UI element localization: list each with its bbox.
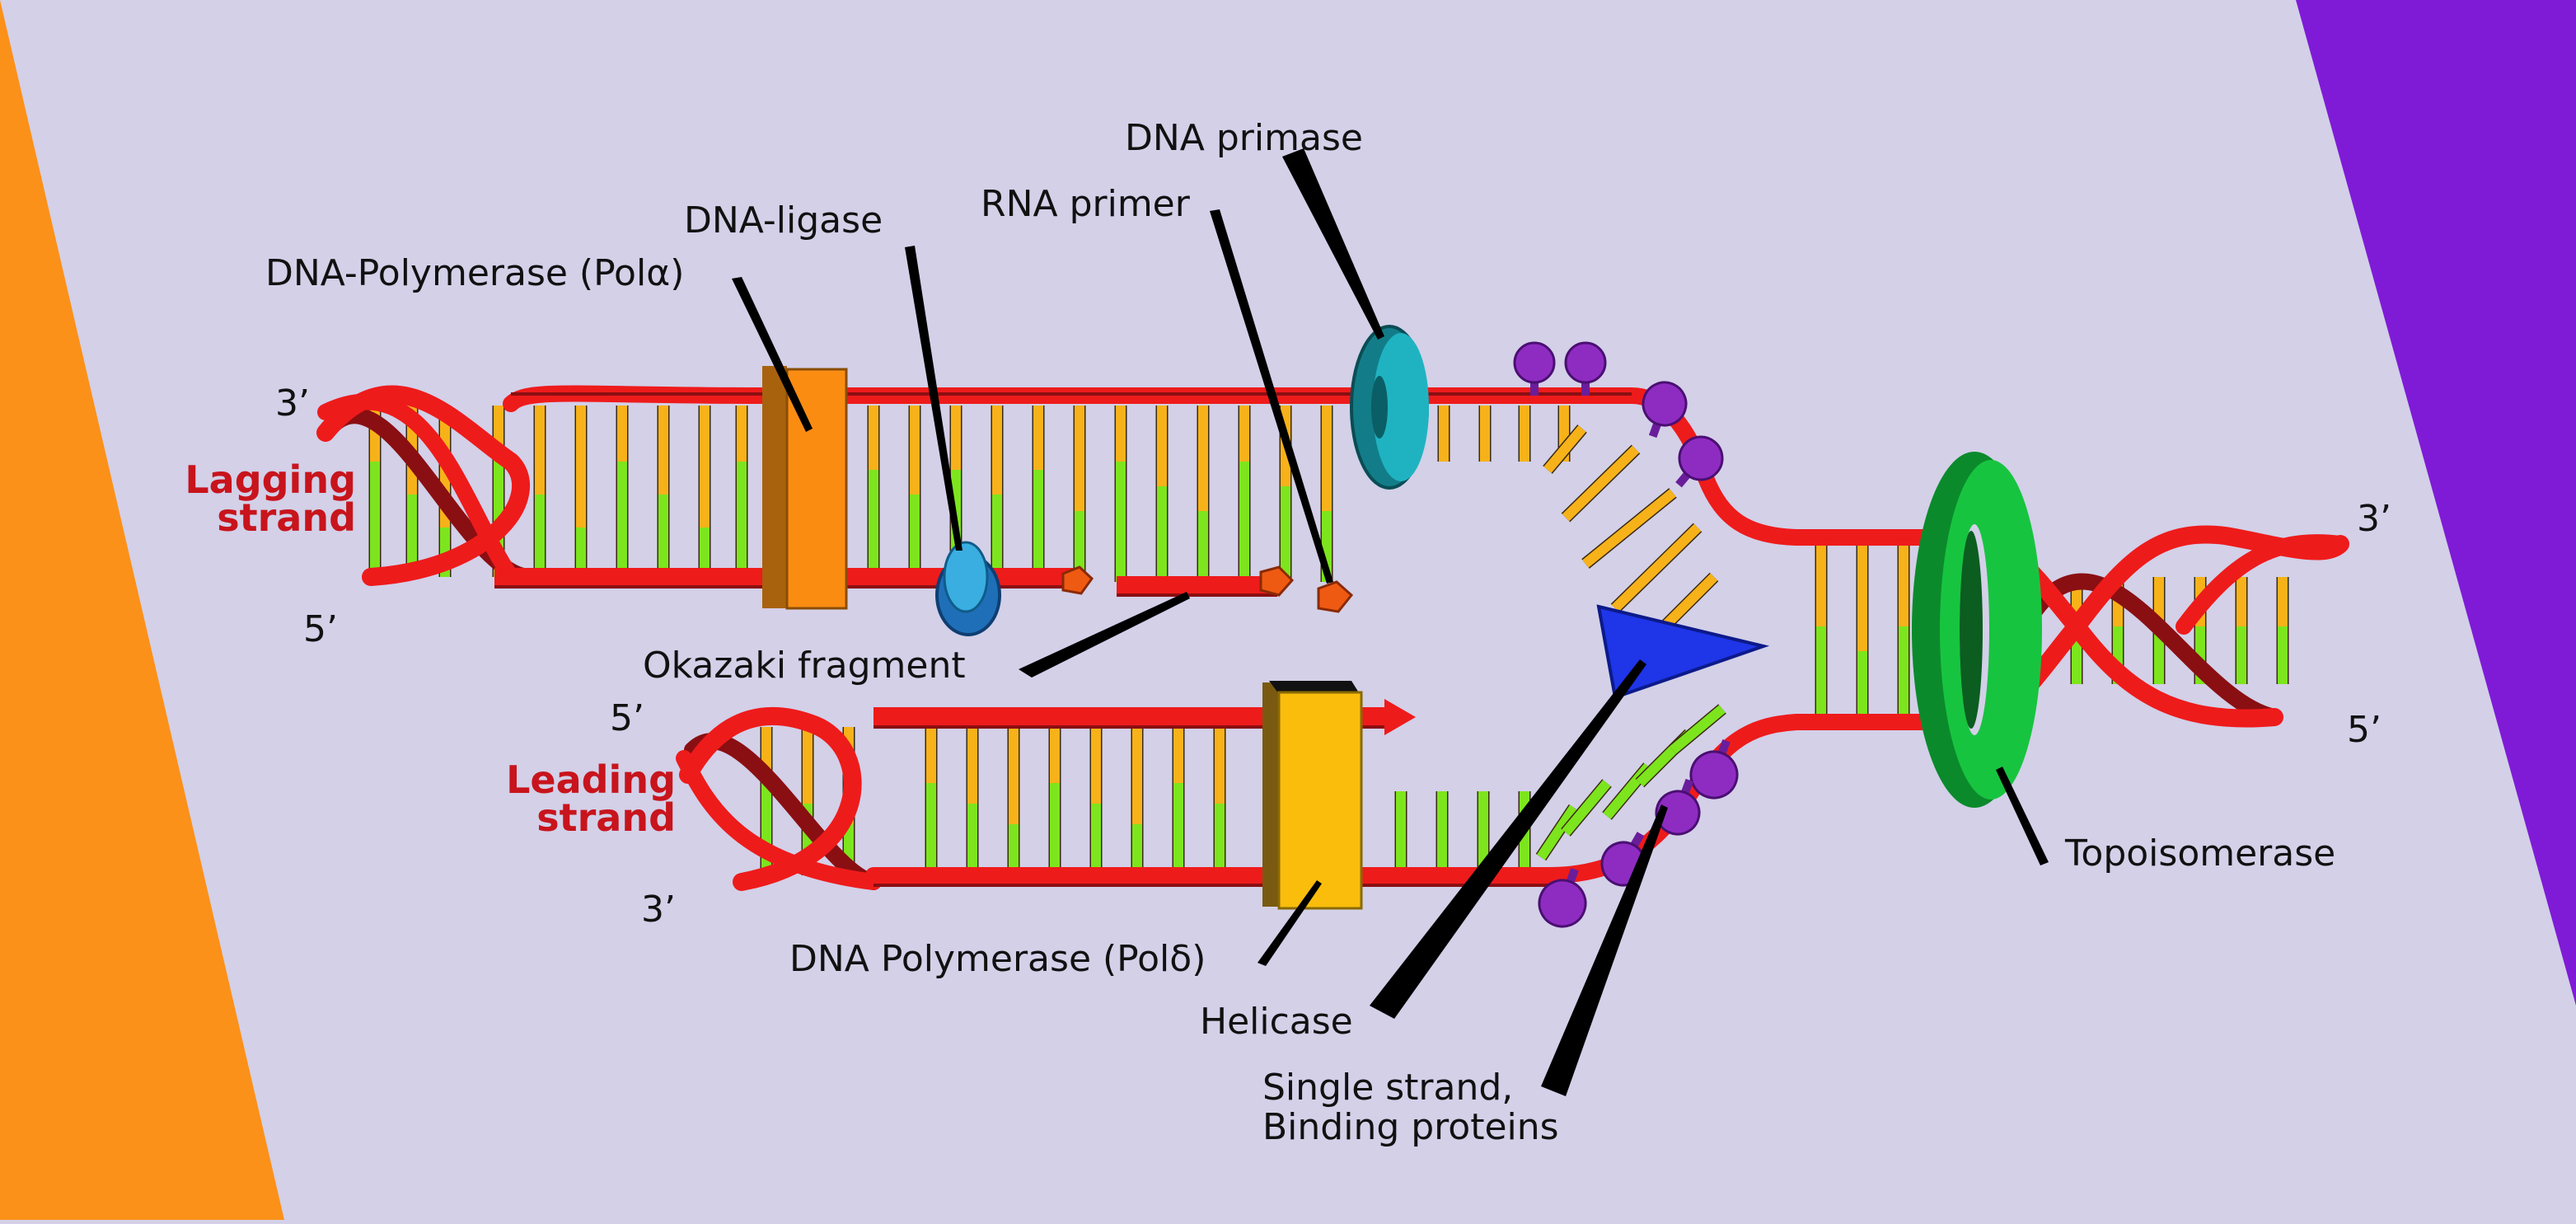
- label-ssb-2: Binding proteins: [1262, 1106, 1559, 1148]
- label-helicase: Helicase: [1200, 1001, 1353, 1043]
- right-purple-band: [2296, 0, 2576, 1006]
- dna-ligase: [935, 541, 1001, 636]
- lagging-helix-curl: [317, 393, 519, 585]
- rna-primer-3: [1317, 580, 1354, 613]
- parental-helix-front-3: [2176, 534, 2349, 635]
- end-lagging-top: 3’: [275, 382, 310, 424]
- label-lagging-strand-2: strand: [217, 495, 356, 540]
- rna-primer-1: [1061, 565, 1094, 595]
- pointer-polymerase-delta: [1258, 880, 1322, 966]
- helicase: [1596, 604, 1770, 700]
- end-right-top: 3’: [2357, 498, 2391, 540]
- end-leading-bottom: 3’: [641, 889, 676, 931]
- left-orange-band: [0, 0, 284, 1220]
- label-dna-primase: DNA primase: [1125, 117, 1363, 159]
- dna-primase: [1350, 325, 1429, 490]
- leading-arrow-head: [1384, 699, 1416, 735]
- pointer-ligase: [905, 246, 962, 551]
- label-polymerase-delta: DNA Polymerase (Polδ): [789, 938, 1206, 980]
- label-ssb-1: Single strand,: [1262, 1067, 1513, 1109]
- pointer-helicase: [1370, 659, 1646, 1019]
- end-leading-top: 5’: [610, 697, 644, 739]
- label-leading-strand-1: Leading: [506, 757, 676, 802]
- label-okazaki-fragment: Okazaki fragment: [643, 645, 966, 687]
- topoisomerase: [1912, 452, 2042, 808]
- lagging-helix-twist-front: [316, 385, 530, 586]
- dna-polymerase-alpha: [762, 366, 848, 610]
- end-right-bottom: 5’: [2347, 709, 2382, 751]
- pointer-topoisomerase: [1996, 767, 2049, 865]
- label-dna-ligase: DNA-ligase: [684, 199, 883, 242]
- pointer-rna-primer: [1210, 209, 1333, 584]
- pointer-lines: [732, 148, 2049, 1096]
- label-leading-strand-2: strand: [536, 795, 676, 840]
- label-rna-primer: RNA primer: [981, 183, 1191, 225]
- pointer-ssb: [1541, 804, 1668, 1096]
- end-lagging-bottom: 5’: [303, 608, 338, 650]
- leading-helix-twist-front: [679, 706, 862, 891]
- leading-helix-curl: [676, 750, 882, 890]
- pointer-polymerase-alpha: [732, 277, 813, 432]
- single-strand-binding-proteins: [1513, 341, 1739, 928]
- label-polymerase-alpha: DNA-Polymerase (Polα): [265, 252, 684, 294]
- parental-helix-back: [2027, 573, 2283, 725]
- label-lagging-strand-1: Lagging: [185, 457, 356, 502]
- label-topoisomerase: Topoisomerase: [2064, 832, 2335, 875]
- dna-polymerase-delta: [1262, 681, 1363, 910]
- pointer-okazaki: [1019, 592, 1190, 678]
- rna-primer-2: [1259, 565, 1295, 597]
- pointer-primase: [1282, 148, 1384, 340]
